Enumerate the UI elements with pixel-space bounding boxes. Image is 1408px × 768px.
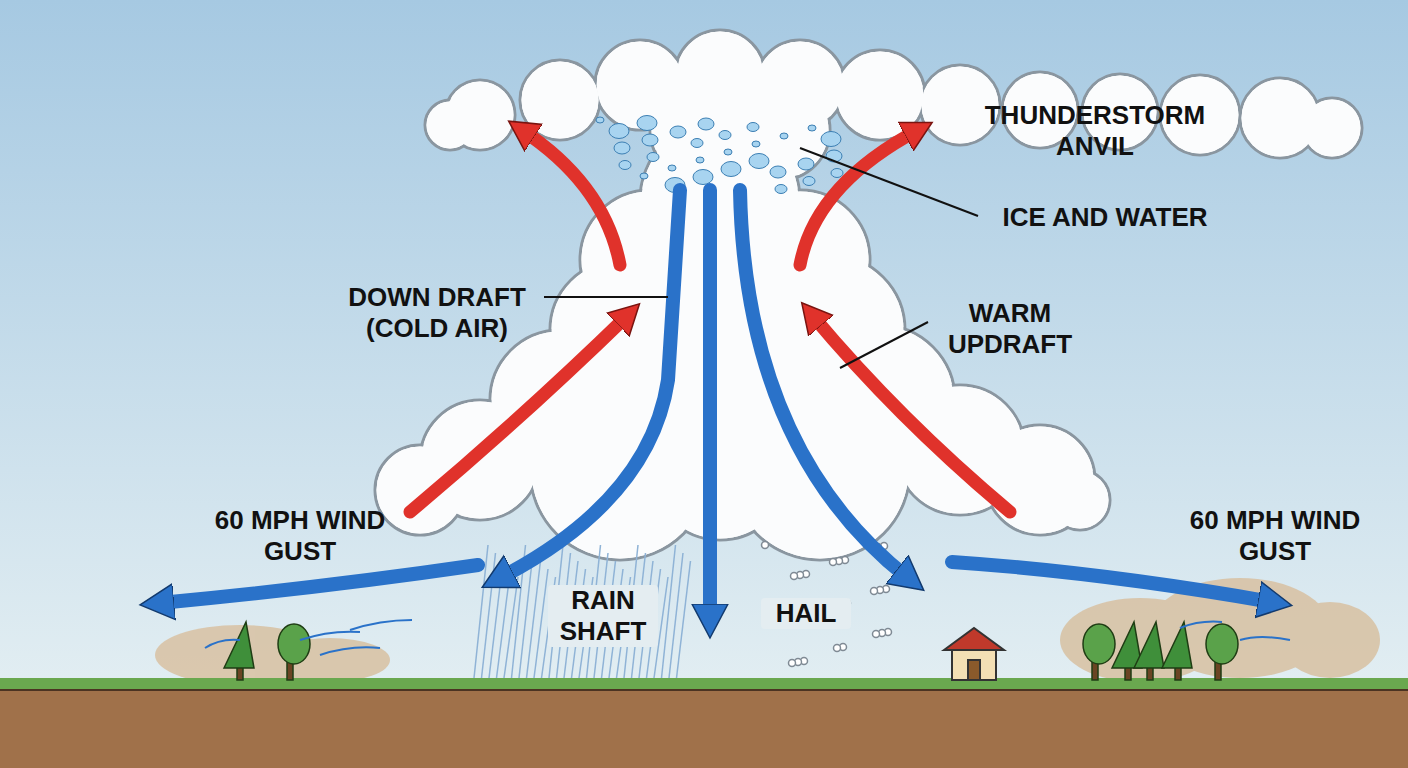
cloud-puff: [427, 102, 474, 149]
hailstone: [789, 660, 796, 667]
tree-trunk: [1092, 662, 1098, 680]
ice-particle: [640, 173, 648, 179]
label: DOWN DRAFT (COLD AIR): [342, 282, 532, 344]
label: HAIL: [761, 598, 851, 629]
ice-particle: [803, 177, 815, 186]
round-tree: [1083, 624, 1115, 664]
tree-trunk: [287, 662, 293, 680]
hailstone: [830, 559, 837, 566]
label: 60 MPH WIND GUST: [1185, 505, 1365, 567]
cloud-puff: [1052, 472, 1109, 529]
house: [944, 628, 1004, 680]
cloud-puff: [652, 402, 789, 539]
ice-particle: [642, 134, 658, 146]
ice-particle: [808, 125, 816, 131]
hailstone: [791, 573, 798, 580]
rain-streak: [504, 577, 518, 678]
label: THUNDERSTORM ANVIL: [970, 100, 1220, 162]
ice-particle: [647, 153, 659, 162]
ice-particle: [619, 161, 631, 170]
ice-particle: [747, 123, 759, 132]
cloud-puff: [1304, 100, 1361, 157]
label: WARM UPDRAFT: [935, 298, 1085, 360]
ice-particle: [821, 132, 841, 147]
label: ICE AND WATER: [980, 202, 1230, 233]
rain-streak: [677, 561, 691, 678]
trees: [224, 622, 1238, 680]
ice-particle: [637, 116, 657, 131]
pine-tree: [1134, 622, 1164, 668]
leader-lines: [544, 148, 978, 368]
ice-particle: [798, 158, 814, 170]
cloud-puff: [377, 447, 464, 534]
cloud-puff: [522, 62, 599, 139]
rain-streak: [482, 553, 496, 678]
ice-particle: [831, 169, 843, 178]
ice-particle: [691, 139, 703, 148]
rain-streak: [497, 569, 511, 678]
round-tree: [1206, 624, 1238, 664]
rain-streak: [527, 561, 541, 678]
cloud-puff: [520, 60, 600, 140]
ice-particle: [609, 124, 629, 139]
ice-particle: [719, 131, 731, 140]
ice-particle: [596, 117, 604, 123]
ice-particle: [614, 142, 630, 154]
label: 60 MPH WIND GUST: [210, 505, 390, 567]
ice-particle: [770, 166, 786, 178]
gust-streaks: [205, 620, 1290, 655]
ice-particle: [724, 149, 732, 155]
grass: [0, 678, 1408, 690]
hailstone: [762, 542, 769, 549]
ice-particle: [693, 170, 713, 185]
rain-streak: [662, 545, 676, 678]
ice-particle: [780, 133, 788, 139]
label: RAIN SHAFT: [548, 585, 658, 647]
ice-particle: [775, 185, 787, 194]
down-draft-arrows: [160, 190, 1272, 618]
ice-particle: [696, 157, 704, 163]
ice-particle: [752, 141, 760, 147]
round-tree: [278, 624, 310, 664]
hail: [762, 542, 892, 667]
rain-streak: [669, 553, 683, 678]
hailstone: [873, 631, 880, 638]
ice-particle: [668, 165, 676, 171]
rain-shaft: [474, 545, 691, 678]
hailstone: [834, 645, 841, 652]
tree-trunk: [1215, 662, 1221, 680]
ice-particles: [596, 116, 843, 194]
ice-particle: [670, 126, 686, 138]
soil: [0, 690, 1408, 768]
ground-line: [0, 689, 1408, 691]
cloud-puff: [837, 52, 924, 139]
ice-particle: [749, 154, 769, 169]
hailstone: [871, 588, 878, 595]
pine-tree: [1162, 622, 1192, 668]
ice-particle: [721, 162, 741, 177]
rain-streak: [534, 569, 548, 678]
pine-tree: [224, 622, 254, 668]
ice-particle: [698, 118, 714, 130]
